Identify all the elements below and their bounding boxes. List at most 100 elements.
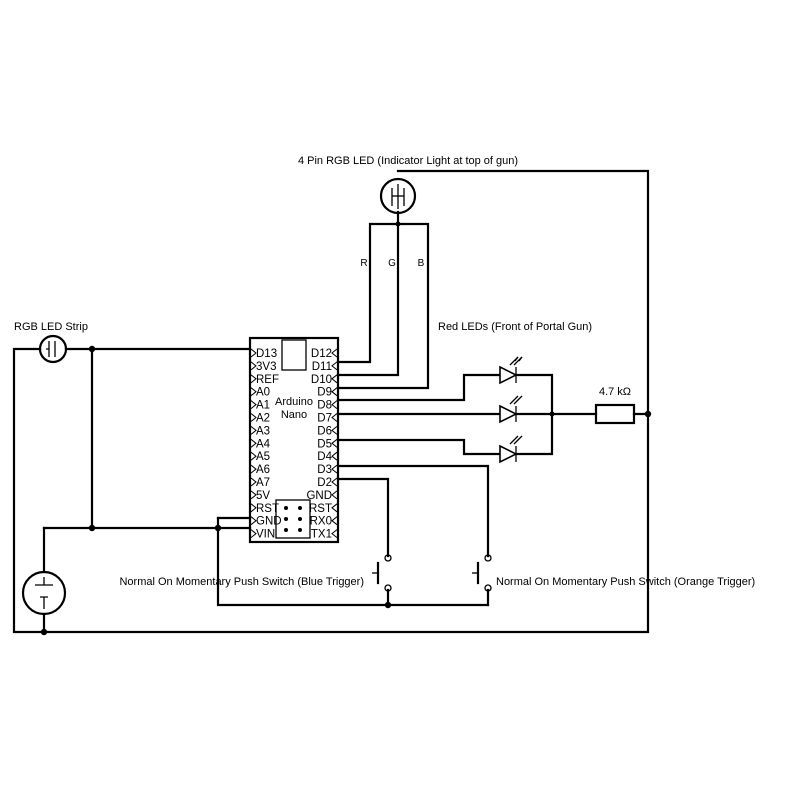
rgb-led-symbol xyxy=(379,177,417,215)
pin-marker xyxy=(331,413,338,422)
pin-marker xyxy=(331,490,338,500)
icsp-header xyxy=(275,499,311,539)
pin-marker xyxy=(331,387,338,397)
pin-label-right: D12 xyxy=(311,348,332,360)
battery-symbol xyxy=(21,570,67,616)
pin-marker xyxy=(250,529,257,538)
pin-marker xyxy=(250,374,257,384)
junction-dot xyxy=(644,410,652,418)
pin-label-left: A1 xyxy=(256,400,270,412)
resistor-label: 4.7 kΩ xyxy=(599,386,631,398)
pin-marker xyxy=(331,529,338,538)
pin-label-right: D4 xyxy=(317,451,332,463)
pin-marker xyxy=(250,477,257,487)
pin-marker xyxy=(250,348,257,358)
pin-marker xyxy=(250,387,257,397)
red-leds xyxy=(499,356,523,464)
pin-label-left: 5V xyxy=(256,490,270,502)
junction-dot xyxy=(88,524,96,532)
junction-dot xyxy=(549,411,555,417)
pin-label-left: 3V3 xyxy=(256,361,276,373)
junctions xyxy=(40,221,652,636)
orange-trigger-switch xyxy=(472,554,492,592)
arduino-body xyxy=(248,336,340,544)
pin-marker xyxy=(250,438,257,448)
pin-label-left: A5 xyxy=(256,451,270,463)
pin-marker xyxy=(331,348,338,358)
pin-marker xyxy=(250,426,257,435)
junction-dot xyxy=(395,221,401,227)
pin-label-right: D8 xyxy=(317,400,332,412)
rgb-strip-symbol xyxy=(38,334,68,364)
pin-marker xyxy=(331,464,338,474)
led-diode xyxy=(499,395,523,424)
pin-label-right: D6 xyxy=(317,425,332,437)
led-green-wire xyxy=(336,222,400,377)
blue-switch-label: Normal On Momentary Push Switch (Blue Tr… xyxy=(119,576,364,588)
pin-marker xyxy=(331,426,338,435)
pin-marker xyxy=(331,503,338,513)
pin-marker xyxy=(331,361,338,371)
pin-label-left: VIN xyxy=(256,529,275,541)
icsp-pins xyxy=(284,506,302,532)
arduino-nano: Arduino Nano D133V3REFA0A1A2A3A4A5A6A75V… xyxy=(248,336,340,544)
pin-marker xyxy=(250,400,257,409)
pin-label-right: GND xyxy=(306,490,332,502)
pin-label-right: TX1 xyxy=(311,529,332,541)
pin-label-left: A3 xyxy=(256,425,270,437)
pin-label-right: D7 xyxy=(317,413,332,425)
pin-marker xyxy=(331,516,338,526)
channel-b-label: B xyxy=(418,258,425,269)
pin-label-left: GND xyxy=(256,516,282,528)
gnd-switch-wire xyxy=(216,516,490,607)
usb-port xyxy=(281,339,307,371)
pin-label-left: D13 xyxy=(256,348,277,360)
pin-label-right: D2 xyxy=(317,477,332,489)
pin-label-left: A4 xyxy=(256,438,271,450)
led-diode xyxy=(499,435,523,464)
pin-label-left: A0 xyxy=(256,387,270,399)
pin-label-left: A2 xyxy=(256,413,270,425)
arduino-name-line2: Nano xyxy=(281,409,307,421)
blue-trigger-switch xyxy=(372,554,392,592)
pin-label-right: RX0 xyxy=(310,516,332,528)
pin-marker xyxy=(250,503,257,513)
d3-switch-wire xyxy=(336,464,490,558)
led-diode xyxy=(499,356,523,385)
junction-dot xyxy=(40,628,48,636)
resistor-symbol xyxy=(594,403,636,425)
pin-marker xyxy=(250,451,257,461)
pin-marker xyxy=(331,400,338,409)
pin-marker xyxy=(331,451,338,461)
pin-label-right: D3 xyxy=(317,464,332,476)
junction-dot xyxy=(214,524,222,532)
pin-marker xyxy=(250,464,257,474)
pin-marker xyxy=(331,477,338,487)
pin-marker xyxy=(331,374,338,384)
pin-label-left: REF xyxy=(256,374,279,386)
pin-marker xyxy=(250,490,257,500)
pin-label-right: RST xyxy=(309,503,332,515)
pin-label-left: RST xyxy=(256,503,279,515)
led-blue-wire xyxy=(336,222,430,390)
pin-marker xyxy=(331,438,338,448)
pin-marker xyxy=(250,516,257,526)
red-leds-label: Red LEDs (Front of Portal Gun) xyxy=(438,321,592,333)
pin-label-right: D5 xyxy=(317,438,332,450)
rgb-strip-label: RGB LED Strip xyxy=(14,321,88,333)
pin-marker xyxy=(250,361,257,371)
d2-switch-wire xyxy=(336,477,390,558)
rgb-led-label: 4 Pin RGB LED (Indicator Light at top of… xyxy=(298,155,518,167)
led-red-wire xyxy=(336,210,400,364)
channel-g-label: G xyxy=(388,258,396,269)
junction-dot xyxy=(384,601,392,609)
junction-dot xyxy=(88,345,96,353)
pin-label-right: D11 xyxy=(312,361,332,373)
channel-r-label: R xyxy=(360,258,367,269)
pin-label-right: D9 xyxy=(317,387,332,399)
pin-label-left: A7 xyxy=(256,477,270,489)
pin-label-right: D10 xyxy=(311,374,332,386)
